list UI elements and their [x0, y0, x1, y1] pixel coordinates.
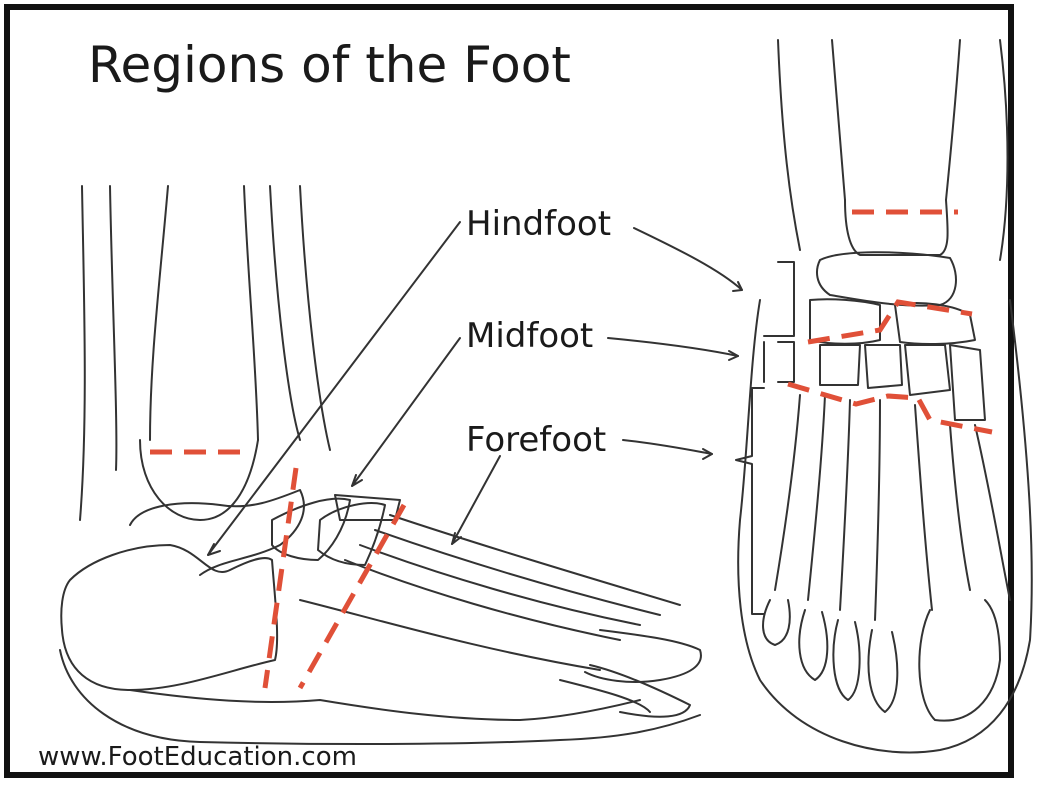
hindfoot-label: Hindfoot	[466, 204, 611, 244]
source-url: www.FootEducation.com	[38, 742, 357, 772]
forefoot-label: Forefoot	[466, 420, 606, 460]
midfoot-bracket	[778, 342, 794, 382]
diagram-title: Regions of the Foot	[88, 36, 571, 94]
forefoot-bracket	[736, 388, 764, 614]
lateral-view-foot	[60, 186, 701, 744]
lisfranc-line-dorsal	[788, 384, 992, 432]
lisfranc-line-lateral	[300, 505, 404, 688]
midfoot-label: Midfoot	[466, 316, 593, 356]
dorsal-view-foot	[736, 40, 1032, 752]
chopart-line-dorsal	[808, 302, 972, 342]
arrows	[208, 222, 742, 555]
hindfoot-bracket	[778, 262, 794, 336]
